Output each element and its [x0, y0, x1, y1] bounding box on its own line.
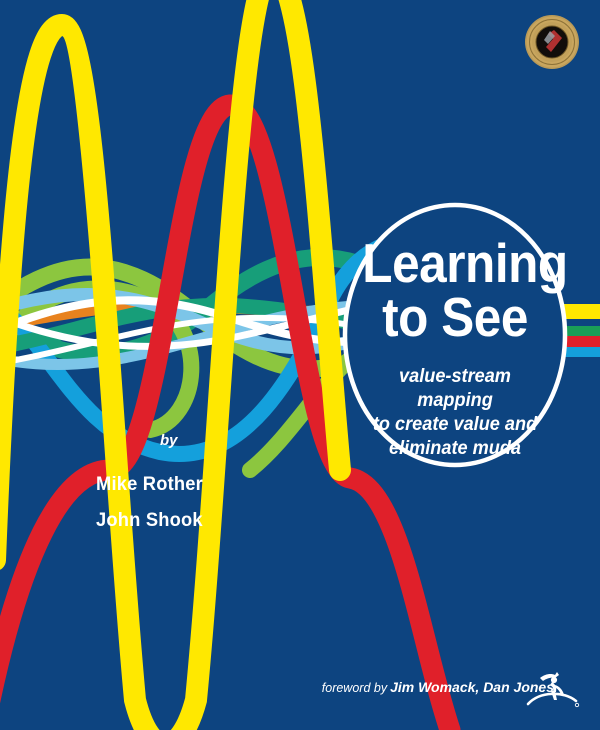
foreword-lead: foreword by: [321, 681, 388, 695]
subtitle: value-stream mapping to create value and…: [359, 365, 551, 460]
author-name-1: Mike Rother: [96, 473, 203, 495]
subtitle-line-2: to create value and: [372, 412, 538, 435]
registered-mark-icon: [574, 702, 580, 708]
author-name-2: John Shook: [96, 509, 203, 531]
wave-red-tall: [0, 94, 461, 730]
title-oval: [342, 202, 568, 468]
title-line-1: Learning: [362, 232, 568, 294]
title-line-2: to See: [382, 285, 528, 348]
edge-bar-red: [556, 336, 600, 347]
wave-yellow-tall: [0, 0, 351, 730]
title-block: Learning to See value-stream mapping to …: [352, 232, 568, 461]
award-seal-icon: [525, 15, 579, 69]
foreword-authors: Jim Womack, Dan Jones: [390, 679, 554, 695]
subtitle-line-1: value-stream mapping: [399, 365, 511, 412]
lean-enterprise-institute-logo: [526, 672, 580, 708]
edge-bar-yellow: [556, 304, 600, 319]
by-label: by: [160, 432, 178, 449]
edge-bar-blue: [556, 347, 600, 357]
subtitle-line-3: eliminate muda: [388, 436, 522, 459]
edge-bar-green: [556, 326, 600, 336]
